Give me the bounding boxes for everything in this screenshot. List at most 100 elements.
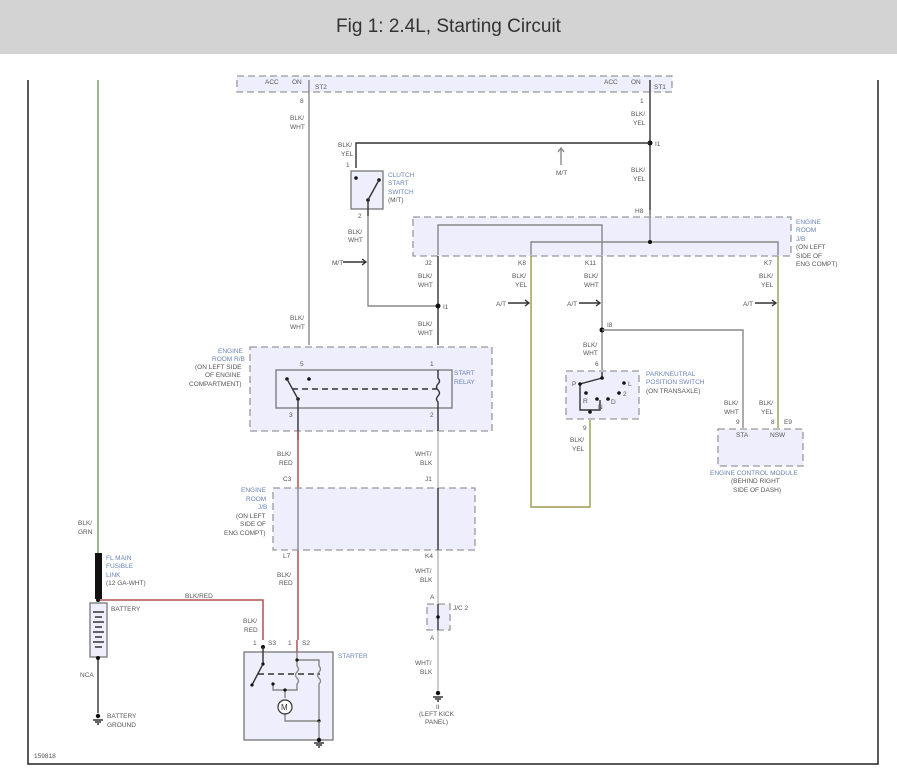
- wire-label: BLK/: [512, 273, 526, 280]
- wire-label: YEL: [633, 176, 646, 183]
- pin-label: 5: [300, 361, 304, 368]
- clutch-switch-label: CLUTCH: [388, 172, 415, 179]
- rb-label: (ON LEFT SIDE: [195, 364, 242, 371]
- battery-ground: BATTERY GROUND: [93, 713, 137, 729]
- motor-icon: [277, 699, 293, 715]
- wire-label: WHT/: [415, 451, 432, 458]
- wire-label: BLK/: [418, 273, 432, 280]
- ignition-switch-box: [236, 75, 673, 93]
- wire-battery-starter: [98, 599, 264, 640]
- rb-label: ENGINE: [218, 348, 244, 355]
- jb-label: J/B: [796, 236, 805, 243]
- position-2: 2: [623, 391, 627, 398]
- wire-to-clutch: [355, 142, 650, 168]
- ignition-switch: ACC ON ST2 ACC ON ST1 8 1: [236, 75, 673, 105]
- motor-label: M: [281, 703, 288, 712]
- junction-connector-2: A J/C 2 A: [426, 594, 469, 642]
- splice-label: I1: [443, 304, 449, 311]
- ecm-box: [717, 428, 804, 467]
- wire-label: WHT: [290, 324, 305, 331]
- pin-label: 1: [253, 640, 257, 647]
- wire-label: BLK/: [631, 111, 645, 118]
- pin-label: 9: [736, 419, 740, 426]
- ecm-label: ENGINE CONTROL MODULE: [710, 470, 799, 477]
- starter-label: STARTER: [338, 653, 368, 660]
- battery-body: [89, 602, 108, 658]
- pin-label: K7: [764, 260, 772, 267]
- diagram-frame: [27, 80, 879, 765]
- fusible-link: FL MAIN FUSIBLE LINK (12 GA-WHT): [95, 553, 146, 599]
- ground-icon: [314, 742, 324, 748]
- ground-label: GROUND: [107, 722, 136, 729]
- fusible-link-body: [95, 553, 102, 599]
- pin-label: 2: [358, 213, 362, 220]
- pn-switch-label: POSITION SWITCH: [646, 379, 705, 386]
- pin-label: J1: [425, 476, 432, 483]
- start-relay-label: START: [454, 370, 475, 377]
- at-label: A/T: [743, 301, 753, 308]
- jb-box: [272, 487, 476, 551]
- ground-location: PANEL): [425, 719, 448, 726]
- wire-label: BLK/: [348, 229, 362, 236]
- jb-label: ENGINE: [241, 487, 267, 494]
- pin-label: 8: [300, 98, 304, 105]
- wire-label: BLK/: [277, 572, 291, 579]
- position-l: L: [628, 381, 632, 388]
- wire-label: BLK/: [290, 115, 304, 122]
- at-arrow: [508, 299, 531, 307]
- on-label: ON: [631, 79, 641, 86]
- acc-label: ACC: [604, 79, 618, 86]
- wire-label: BLK/: [290, 315, 304, 322]
- wire-label: BLK/RED: [185, 593, 213, 600]
- clutch-switch-label: (M/T): [388, 197, 404, 204]
- wire-label: BLK/: [570, 437, 584, 444]
- position-n: N: [598, 404, 603, 411]
- wire-clutch-to-i1: [367, 216, 438, 307]
- pin-label: 8: [771, 419, 775, 426]
- wire-label: BLK/: [724, 400, 738, 407]
- jb-label: ENG COMPT): [224, 530, 266, 537]
- wire-label: RED: [244, 627, 258, 634]
- wire-label: BLK/: [759, 273, 773, 280]
- ecm-location: (BEHIND RIGHT: [731, 478, 780, 485]
- ground-location: (LEFT KICK: [419, 711, 455, 718]
- wire-label: WHT: [584, 282, 599, 289]
- pin-label: 1: [346, 162, 350, 169]
- splice-label: I8: [607, 322, 613, 329]
- engine-room-rb: ENGINE ROOM R/B (ON LEFT SIDE OF ENGINE …: [189, 346, 493, 440]
- rb-label: COMPARTMENT): [189, 381, 241, 388]
- fusible-link-label: FUSIBLE: [106, 563, 134, 570]
- park-neutral-switch: 6 P R N D 2 L PARK/NEUTRAL POSITION SWIT…: [565, 361, 705, 432]
- position-p: P: [572, 381, 576, 388]
- terminal-sta: STA: [736, 432, 749, 439]
- wire-label: WHT: [290, 124, 305, 131]
- jb-label: ROOM: [796, 227, 816, 234]
- wire-label: BLK/: [338, 142, 352, 149]
- wire-label: BLK/: [243, 618, 257, 625]
- starter-box: [243, 651, 334, 741]
- wire-label: YEL: [761, 282, 774, 289]
- ground-ii: II (LEFT KICK PANEL): [419, 690, 455, 726]
- wire-label: WHT: [724, 409, 739, 416]
- ecm-location: SIDE OF DASH): [733, 487, 781, 494]
- battery-label: BATTERY: [111, 606, 141, 613]
- wire-k8-pn: [530, 256, 591, 508]
- wire-i8-ecm: [602, 329, 744, 428]
- pin-label: S2: [302, 640, 310, 647]
- pin-label: K4: [425, 553, 433, 560]
- mt-arrow: [557, 146, 565, 165]
- pin-label: 9: [583, 425, 587, 432]
- clutch-start-switch: 1 CLUTCH START SWITCH (M/T) 2: [346, 162, 415, 220]
- wire-label: BLK/: [277, 451, 291, 458]
- wire-label: BLK/: [418, 321, 432, 328]
- pin-label: C3: [283, 476, 292, 483]
- starter: 1 S3 1 S2 STARTER M: [243, 640, 368, 748]
- at-arrow: [755, 299, 778, 307]
- wire-label: WHT: [418, 330, 433, 337]
- terminal-nsw: NSW: [770, 432, 786, 439]
- pin-label: 1: [640, 98, 644, 105]
- acc-label: ACC: [265, 79, 279, 86]
- wire-label: BLK/: [759, 400, 773, 407]
- pin-label: K11: [585, 260, 596, 267]
- wire-label: BLK: [420, 460, 433, 467]
